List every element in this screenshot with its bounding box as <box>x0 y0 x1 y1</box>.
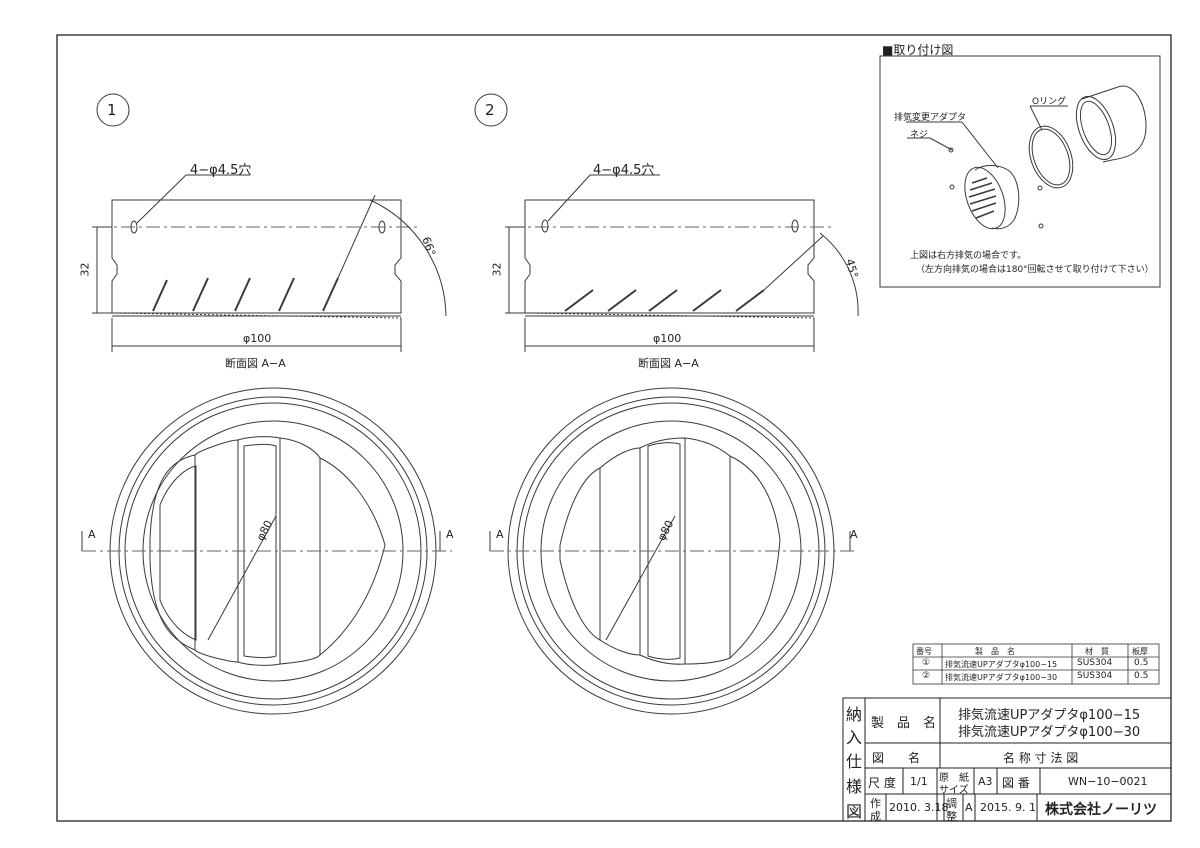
screw-label: ネジ <box>910 130 929 140</box>
hole-note-1: 4−φ4.5穴 <box>190 163 252 178</box>
hole-note-2: 4−φ4.5穴 <box>593 163 655 178</box>
paper-label-2: サイズ <box>939 785 969 796</box>
screw-2 <box>949 184 955 190</box>
install-title: ■取り付け図 <box>882 43 954 57</box>
adjusted-label-1: 調 <box>946 797 957 810</box>
side-label-2: 入 <box>846 728 863 747</box>
hole-2b <box>791 219 799 233</box>
paper-size: A3 <box>978 775 993 788</box>
parts-table-grid <box>912 643 1160 685</box>
drawing-name: 名 称 寸 法 図 <box>1003 751 1079 765</box>
parts-header-number: 番号 <box>916 647 932 656</box>
drawing-no: WN−10−0021 <box>1068 775 1148 788</box>
view-number-circle-1 <box>96 93 130 127</box>
scale-value: 1/1 <box>910 775 928 788</box>
parts-row-2-material: SUS304 <box>1077 671 1113 681</box>
paper-label-1: 原 紙 <box>939 773 969 784</box>
front-view-2 <box>489 387 858 715</box>
louvers-2 <box>564 289 765 312</box>
section-label-2: 断面図 A−A <box>638 357 699 370</box>
louvers-1 <box>152 277 339 312</box>
product-name-2: 排気流速UPアダプタφ100−30 <box>958 725 1141 740</box>
drawing-no-label: 図 番 <box>1002 776 1030 790</box>
hole-1a <box>130 220 138 234</box>
created-label-2: 成 <box>870 810 881 823</box>
side-label-3: 仕 <box>846 752 863 771</box>
parts-row-2-number: ② <box>922 671 931 681</box>
adjusted-date: 2015. 9. 1 <box>980 801 1036 814</box>
adjusted-label-2: 整 <box>946 810 957 823</box>
hole-2a <box>541 219 549 233</box>
drawing-name-label: 図 名 <box>872 751 921 765</box>
height-dim-1: 32 <box>78 262 92 277</box>
width-dim-2: φ100 <box>653 332 682 345</box>
install-note-2: （左方向排気の場合は180°回転させて取り付けて下さい） <box>916 265 1154 275</box>
parts-header-material: 材 質 <box>1085 647 1109 656</box>
view-number-1: 1 <box>107 101 117 119</box>
height-dim-2: 32 <box>490 262 504 277</box>
created-label-1: 作 <box>870 797 881 810</box>
product-name-1: 排気流速UPアダプタφ100−15 <box>958 708 1141 723</box>
side-label-5: 図 <box>846 802 863 821</box>
screw-1 <box>948 147 954 153</box>
section-label-1: 断面図 A−A <box>225 357 286 370</box>
title-block-grid <box>842 697 1172 822</box>
hole-1b <box>378 220 386 234</box>
install-note-1: 上図は右方排気の場合です。 <box>910 251 1027 261</box>
louver-slats-2 <box>559 437 781 665</box>
parts-row-1-material: SUS304 <box>1077 658 1113 668</box>
parts-row-2-thickness: 0.5 <box>1134 671 1149 681</box>
screw-3 <box>1037 185 1043 191</box>
section-marker-2a: A <box>496 528 504 541</box>
parts-header-name: 製 品 名 <box>975 647 1015 656</box>
created-date: 2010. 3.18 <box>889 801 949 814</box>
parts-row-2-name: 排気流速UPアダプタφ100−30 <box>945 673 1058 682</box>
adapter-label: 排気変更アダプタ <box>894 113 967 123</box>
parts-header-thickness: 板厚 <box>1132 647 1148 656</box>
section-marker-2b: A <box>850 528 858 541</box>
screw-4 <box>1038 223 1044 229</box>
install-box <box>879 55 1161 288</box>
side-label-1: 納 <box>846 705 863 724</box>
duct-pipe <box>1075 85 1147 163</box>
parts-row-1-thickness: 0.5 <box>1134 658 1149 668</box>
parts-row-1-number: ① <box>922 658 931 668</box>
width-dim-1: φ100 <box>243 332 272 345</box>
view-number-2: 2 <box>485 101 495 119</box>
install-diagram <box>879 55 1161 288</box>
section-view-1 <box>92 93 447 352</box>
view-number-circle-2 <box>474 93 508 127</box>
louver-slats-1 <box>149 436 386 666</box>
section-marker-1b: A <box>446 528 454 541</box>
product-name-label: 製 品 名 <box>871 716 937 731</box>
adapter <box>964 165 1020 230</box>
section-view-2 <box>474 93 859 352</box>
scale-label: 尺 度 <box>868 776 896 790</box>
section-body-1 <box>111 199 402 314</box>
front-view-1 <box>81 387 452 715</box>
oring-label: Oリング <box>1032 97 1067 107</box>
side-label-4: 様 <box>846 777 863 796</box>
section-body-2 <box>524 199 815 314</box>
company-name: 株式会社ノーリツ <box>1045 802 1157 818</box>
drawing-frame <box>56 34 1172 822</box>
parts-row-1-name: 排気流速UPアダプタφ100−15 <box>945 660 1058 669</box>
revision: A <box>965 801 973 814</box>
section-marker-1a: A <box>88 528 96 541</box>
